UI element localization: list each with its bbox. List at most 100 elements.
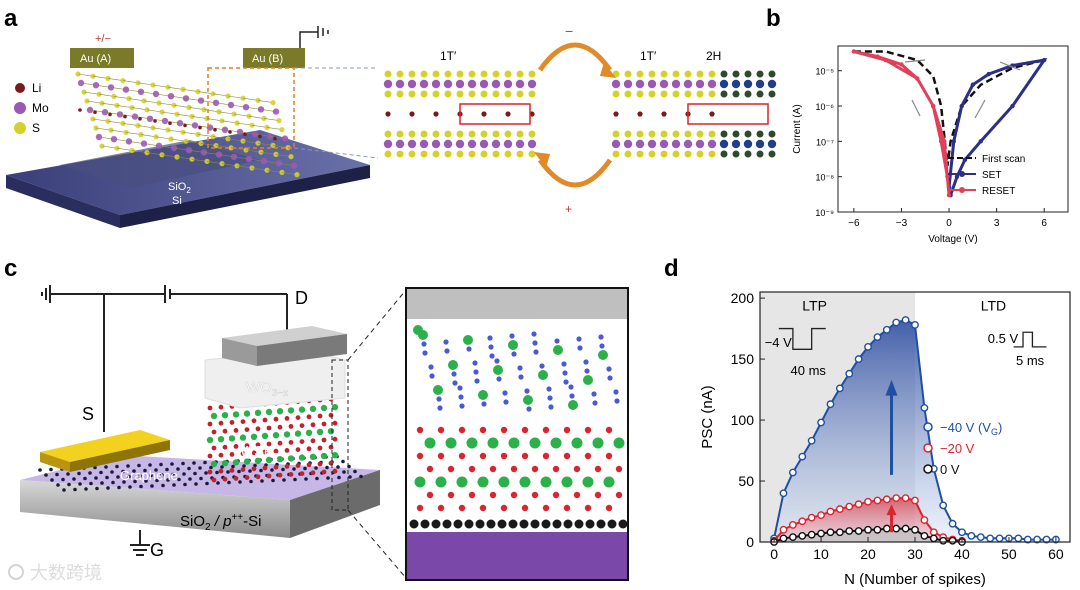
lattice-atom: [611, 79, 621, 89]
lattice-atom: [636, 70, 644, 78]
wse2-cross-atom: [416, 452, 424, 460]
wse2-atom: [240, 467, 246, 472]
wse2-atom: [309, 405, 317, 412]
lattice-atom: [93, 125, 99, 131]
lattice-atom: [396, 130, 404, 138]
y-tick-label: 10⁻⁶: [816, 102, 835, 112]
lattice-atom: [492, 90, 500, 98]
lattice-atom: [612, 150, 620, 158]
lattice-atom: [407, 79, 417, 89]
data-point: [788, 521, 797, 529]
data-point: [958, 528, 966, 537]
lattice-atom: [420, 150, 428, 158]
lattice-li: [198, 125, 202, 130]
lattice-atom: [528, 130, 536, 138]
graphene-atom: [216, 481, 220, 485]
wo3x-atom: [474, 378, 480, 384]
wse2-stack: [206, 396, 339, 483]
wse2-cross-atom: [573, 465, 581, 473]
wse2-atom: [299, 439, 305, 444]
wse2-atom: [310, 438, 316, 444]
graphene-atom: [50, 478, 54, 482]
wse2-atom: [255, 442, 261, 448]
lattice-atom: [225, 136, 231, 142]
wo3x-atom: [452, 380, 458, 386]
wse2-atom: [287, 407, 295, 414]
graphene-atom: [209, 465, 213, 470]
data-point: [948, 536, 957, 545]
graphene-atom: [171, 472, 175, 477]
data-point: [807, 436, 816, 445]
wse2-cross-atom: [479, 504, 487, 512]
li-atom: [613, 111, 619, 117]
graphene-atom: [271, 478, 275, 483]
lattice-atom: [395, 79, 405, 89]
wse2-atom: [229, 420, 235, 425]
graphene-cross-atom: [442, 519, 452, 529]
battery-icon: [164, 285, 171, 303]
graphene-atom: [231, 464, 235, 469]
data-point: [875, 54, 880, 59]
lattice-li: [153, 119, 157, 123]
ground-icon: [299, 26, 329, 48]
wo3x-atom: [443, 339, 449, 345]
graphene-atom: [148, 463, 152, 467]
wo3x-atom: [583, 359, 589, 365]
graphene-atom: [117, 485, 121, 490]
data-point: [892, 524, 901, 533]
wo3x-atom: [592, 400, 598, 406]
wse2-cross-atom: [605, 504, 613, 512]
wse2-atom: [265, 456, 273, 464]
wse2-cross-atom: [426, 465, 434, 473]
graphene-atom: [115, 464, 119, 469]
lattice-atom: [467, 79, 477, 89]
graphene-cross-atom: [486, 519, 496, 529]
lattice-atom: [384, 130, 392, 138]
lattice-li: [183, 123, 187, 128]
pulse-ltd-icon: [1013, 331, 1047, 348]
lattice-atom: [528, 150, 536, 158]
wse2-atom: [262, 449, 268, 455]
data-point: [798, 517, 807, 526]
graphene-atom: [172, 483, 176, 487]
wse2-cross-atom: [573, 491, 581, 499]
wse2-cross-atom: [561, 476, 573, 488]
wo3x-atom: [569, 393, 575, 399]
lattice-atom: [468, 70, 476, 78]
data-point: [1033, 535, 1042, 544]
lattice-atom: [234, 163, 240, 169]
wse2-atom: [251, 466, 257, 472]
graphene-atom: [49, 467, 53, 472]
legend-li-dot: [15, 83, 25, 93]
wo3x-atom: [433, 385, 443, 395]
substrate-front-face: [120, 165, 370, 228]
lattice-atom: [755, 139, 765, 149]
graphene-cross-atom: [552, 519, 562, 529]
lattice-atom: [272, 108, 280, 115]
lattice-atom: [383, 139, 393, 149]
lattice-atom: [707, 139, 717, 149]
lattice-atom: [612, 90, 620, 98]
series-line-reset: [853, 50, 951, 196]
wse2-atom: [266, 441, 272, 447]
wse2-atom: [210, 460, 218, 468]
lattice-atom: [624, 130, 632, 138]
legend-mo-dot: [14, 102, 26, 114]
data-point: [939, 501, 948, 510]
graphene-atom: [176, 467, 180, 471]
wse2-atom: [321, 421, 327, 427]
data-point: [779, 489, 788, 498]
graphene-atom: [326, 476, 330, 480]
lattice-atom: [384, 90, 392, 98]
graphene-atom: [38, 468, 42, 472]
lattice-li: [273, 136, 277, 141]
wse2-cross-atom: [613, 437, 625, 449]
data-point: [864, 497, 872, 506]
lattice-atom: [503, 139, 513, 149]
lattice-atom: [756, 90, 764, 98]
ltd-label: LTD: [981, 297, 1006, 313]
lattice-atom: [396, 90, 404, 98]
lattice-atom: [660, 150, 668, 158]
lattice-atom: [504, 130, 512, 138]
